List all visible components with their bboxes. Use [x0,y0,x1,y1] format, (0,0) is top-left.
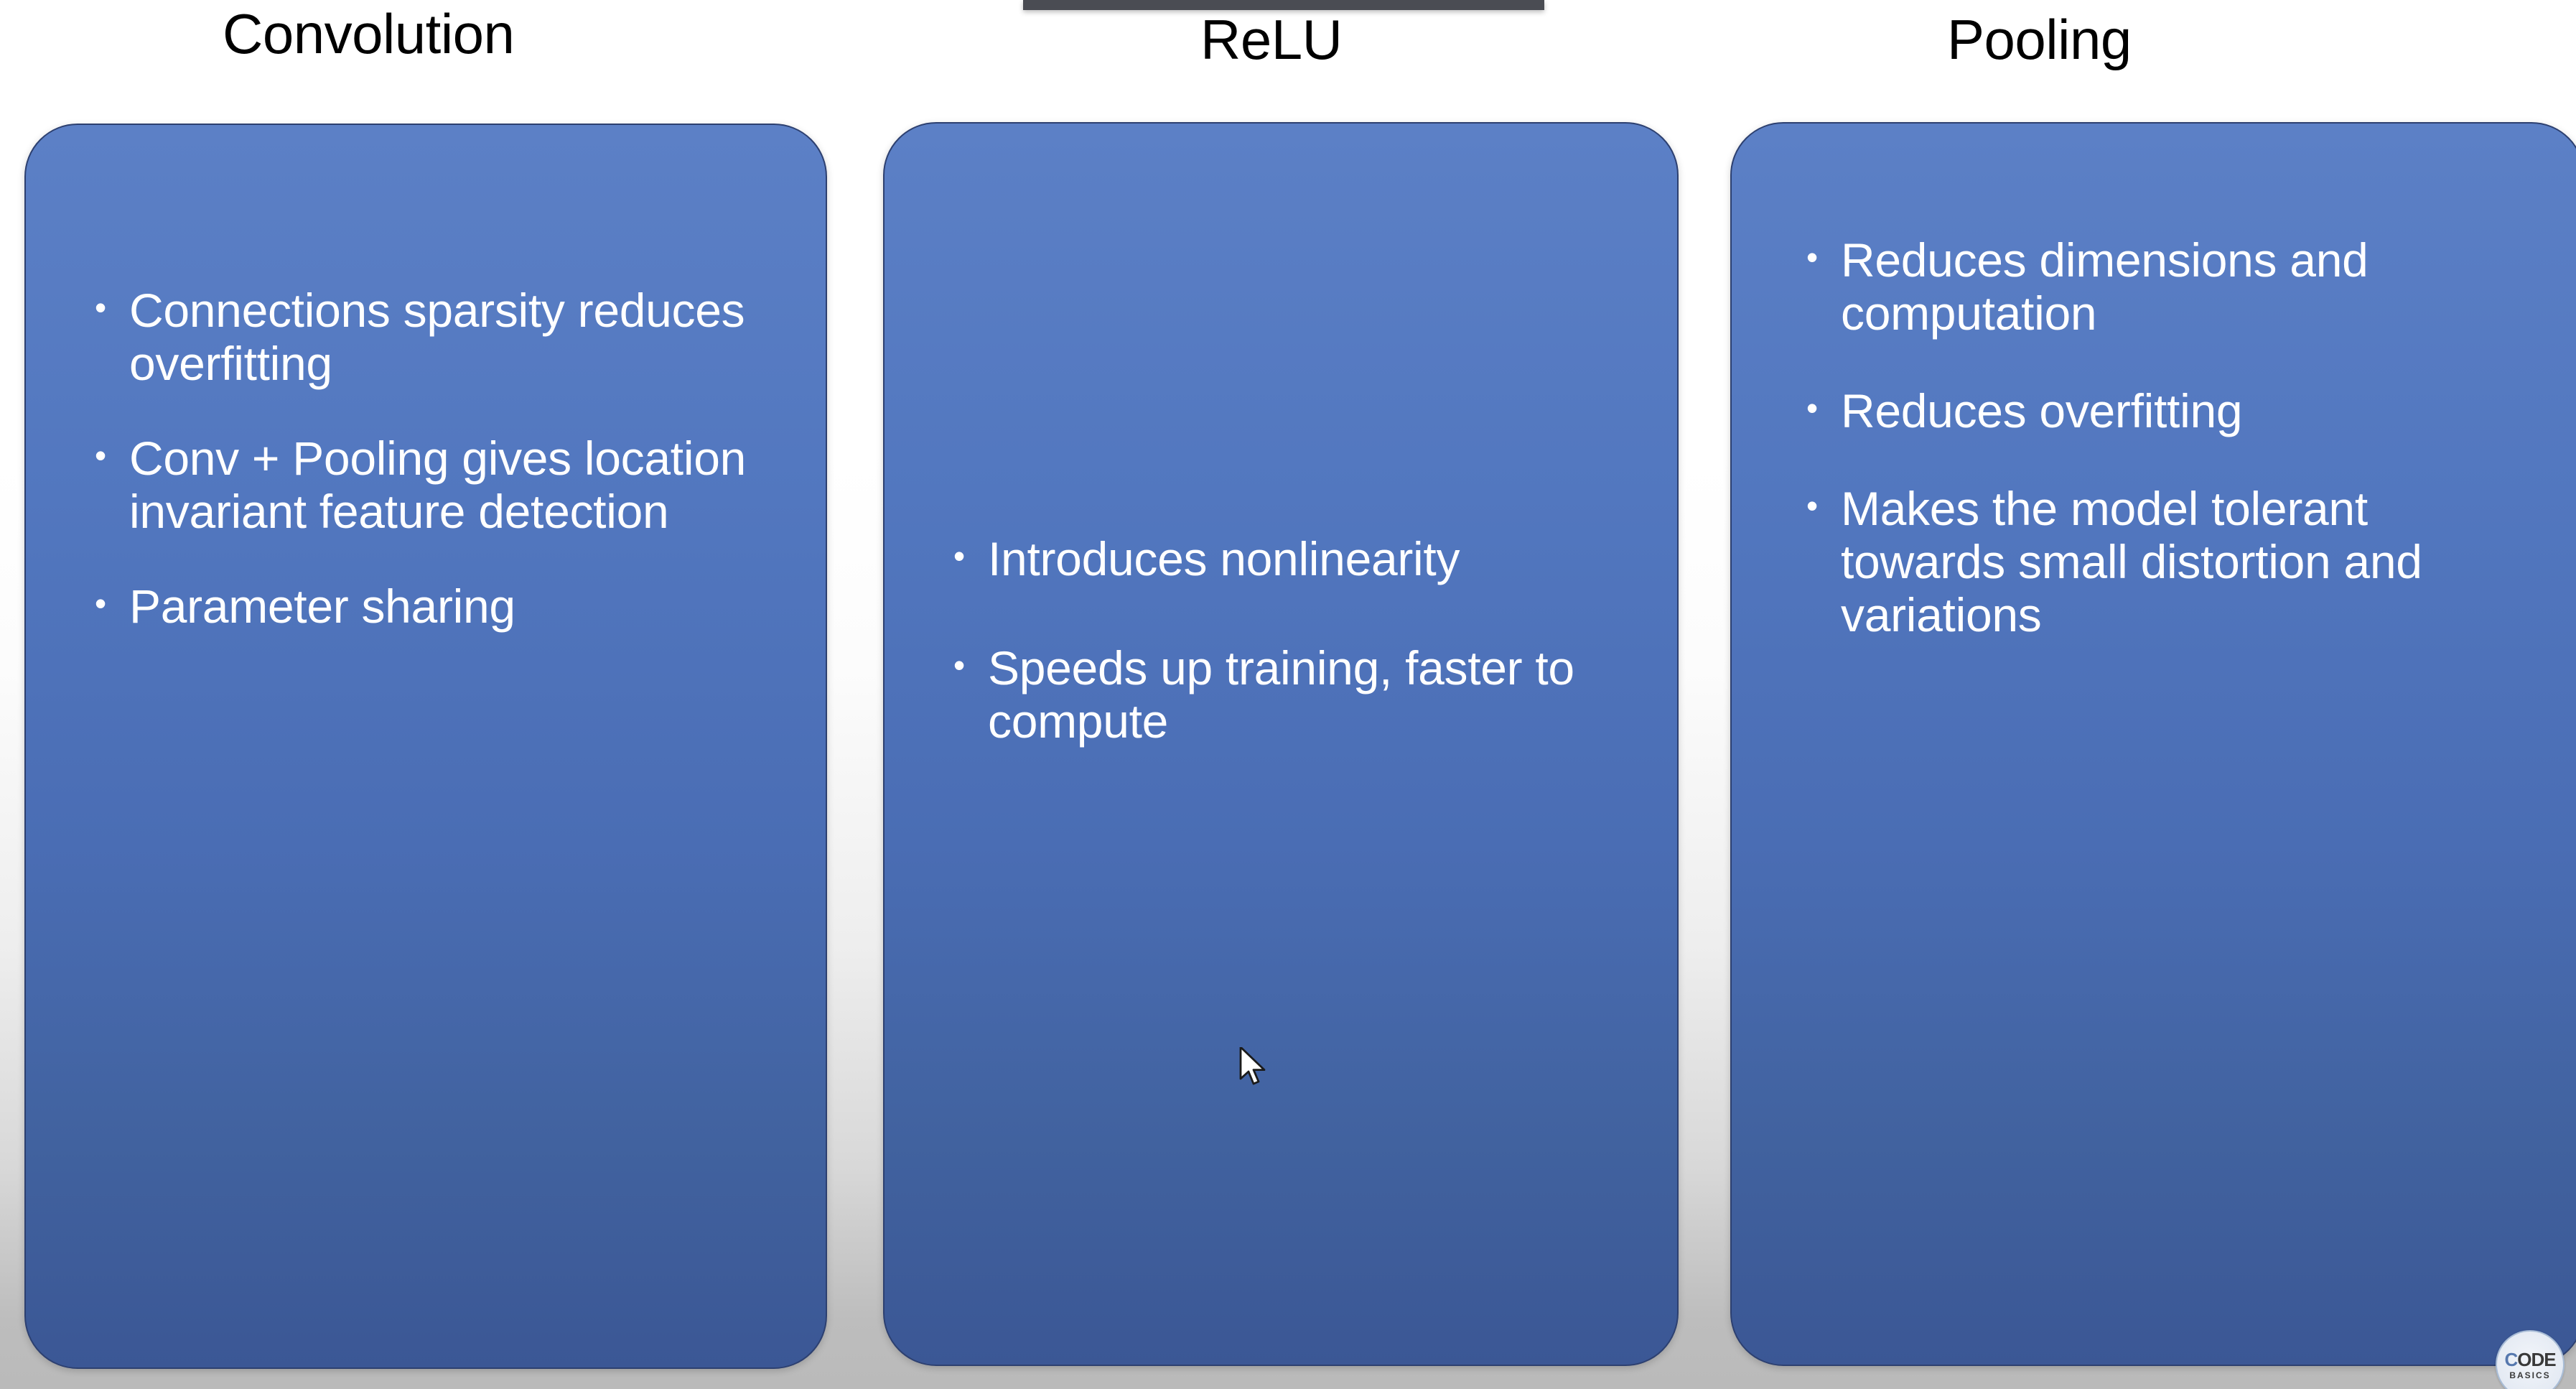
card-convolution: • Connections sparsity reduces overfitti… [24,124,827,1369]
column-title-convolution: Convolution [223,2,515,65]
list-item: • Introduces nonlinearity [953,532,1635,586]
bullet-dot-icon: • [95,584,106,622]
bullet-dot-icon: • [1806,238,1818,276]
card-pooling: • Reduces dimensions and computation • R… [1730,122,2576,1366]
logo-first-letter: C [2504,1348,2518,1370]
video-control-bar[interactable] [1023,0,1544,10]
bullet-dot-icon: • [1806,486,1818,524]
bullet-list-convolution: • Connections sparsity reduces overfitti… [26,284,826,675]
bullet-list-pooling: • Reduces dimensions and computation • R… [1732,233,2576,686]
bullet-text: Reduces dimensions and computation [1841,233,2369,340]
list-item: • Speeds up training, faster to compute [953,641,1635,748]
list-item: • Parameter sharing [95,580,784,633]
bullet-list-relu: • Introduces nonlinearity • Speeds up tr… [885,532,1677,804]
bullet-text: Reduces overfitting [1841,384,2243,437]
bullet-text: Connections sparsity reduces overfitting [129,284,745,390]
list-item: • Conv + Pooling gives location invarian… [95,432,784,539]
bullet-text: Parameter sharing [129,579,515,633]
list-item: • Connections sparsity reduces overfitti… [95,284,784,391]
bullet-dot-icon: • [95,289,106,326]
card-relu: • Introduces nonlinearity • Speeds up tr… [883,122,1679,1366]
column-title-pooling: Pooling [1947,8,2132,71]
list-item: • Reduces overfitting [1806,384,2542,438]
bullet-text: Introduces nonlinearity [988,532,1460,585]
logo-wordmark: CODE [2504,1348,2556,1370]
list-item: • Reduces dimensions and computation [1806,233,2542,340]
logo-word-rest: ODE [2517,1348,2556,1370]
bullet-dot-icon: • [95,436,106,474]
codebasics-logo: CODE BASICS [2496,1330,2565,1389]
bullet-text: Speeds up training, faster to compute [988,641,1574,748]
bullet-text: Makes the model tolerant towards small d… [1841,481,2422,641]
bullet-text: Conv + Pooling gives location invariant … [129,431,747,538]
list-item: • Makes the model tolerant towards small… [1806,481,2542,642]
bullet-dot-icon: • [953,537,965,575]
logo-subtitle: BASICS [2509,1370,2551,1380]
column-title-relu: ReLU [1200,8,1343,71]
bullet-dot-icon: • [953,646,965,684]
bullet-dot-icon: • [1806,389,1818,427]
